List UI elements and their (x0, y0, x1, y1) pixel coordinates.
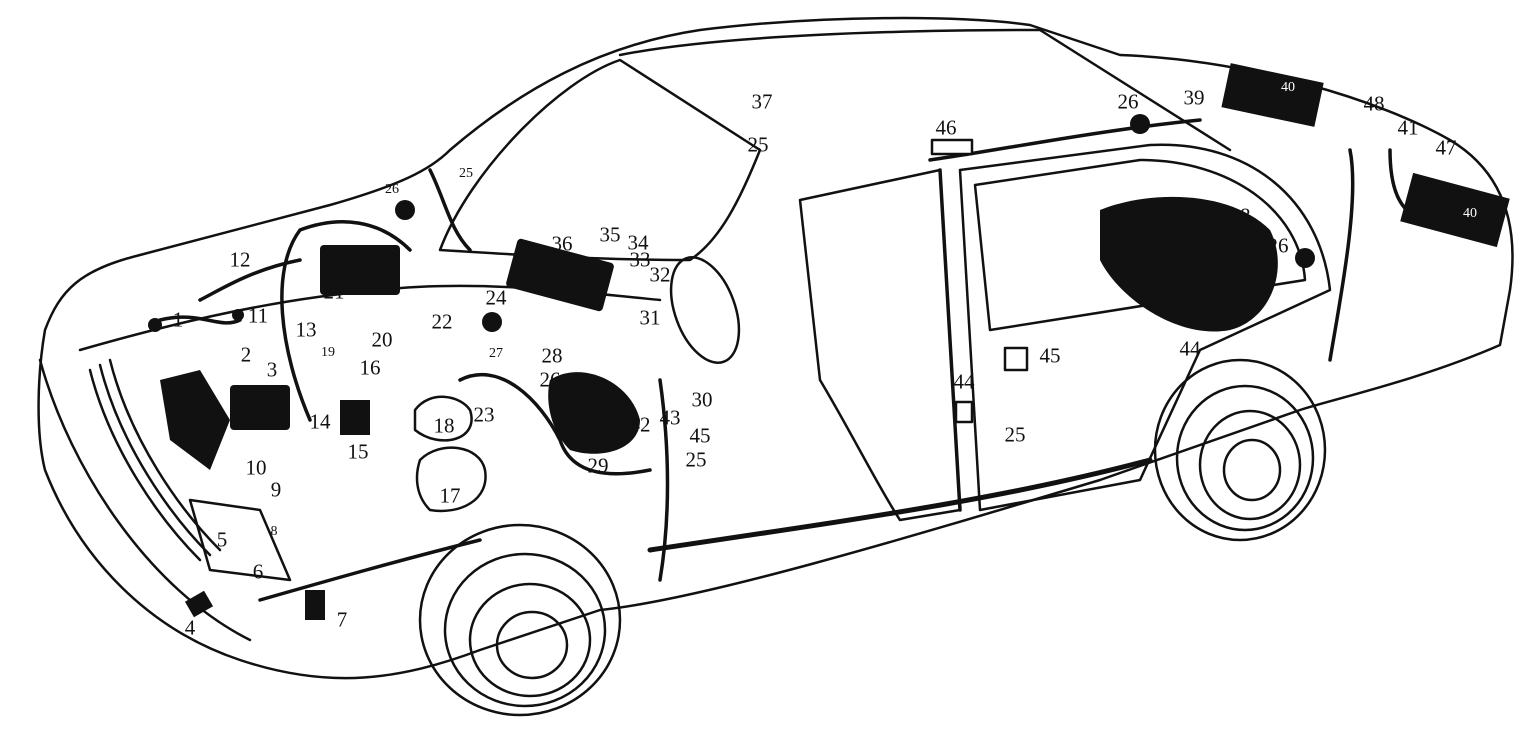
callout-label: 43 (659, 405, 681, 430)
callout-label: 3 (266, 357, 278, 382)
callout-label: 45 (1039, 343, 1061, 368)
callout-label: 25 (685, 447, 707, 472)
callout-label: 46 (935, 115, 957, 140)
callout-label: 29 (587, 453, 609, 478)
callout-label: 21 (323, 279, 345, 304)
callout-label: 2 (240, 342, 252, 367)
callout-label: 40 (1281, 80, 1295, 95)
front-wheel (418, 523, 622, 717)
rear-wheel (1153, 358, 1327, 542)
callout-label: 26 (1117, 89, 1139, 114)
callout-label: 16 (359, 355, 381, 380)
callout-label: 24 (485, 285, 507, 310)
front-door (798, 168, 962, 522)
callout-label: 25 (1004, 422, 1026, 447)
callout-label: 13 (295, 317, 317, 342)
callout-label: 31 (639, 305, 661, 330)
callout-label: 26 (385, 182, 399, 197)
callout-label: 12 (229, 247, 251, 272)
car-body-outline (37, 16, 1514, 680)
callout-label: 17 (439, 483, 461, 508)
callout-label: 10 (245, 455, 267, 480)
callout-label: 41 (1397, 115, 1419, 140)
callout-label: 27 (489, 346, 503, 361)
callout-label: 7 (336, 607, 348, 632)
callout-label: 40 (1463, 206, 1477, 221)
callout-label: 44 (1179, 336, 1201, 361)
sill (647, 457, 1153, 553)
callout-label: 14 (309, 409, 331, 434)
callout-label: 34 (627, 230, 649, 255)
callout-label: 35 (599, 222, 621, 247)
callout-label: 25 (747, 132, 769, 157)
callout-label: 9 (270, 477, 282, 502)
callout-label: 38 (1229, 203, 1251, 228)
callout-label: 32 (649, 262, 671, 287)
callout-label: 22 (431, 309, 453, 334)
grille (88, 358, 222, 562)
callout-label: 19 (321, 345, 335, 360)
callout-label: 6 (252, 559, 264, 584)
steering-wheel (669, 256, 741, 364)
callout-label: 4 (184, 615, 196, 640)
callout-label: 5 (216, 527, 228, 552)
boxes (413, 138, 1029, 513)
callout-label: 36 (551, 231, 573, 256)
callout-label: 20 (371, 327, 393, 352)
wiring-harness (158, 118, 1422, 602)
callout-label: 26 (539, 367, 561, 392)
callout-label: 18 (433, 413, 455, 438)
callout-label: 48 (1363, 91, 1385, 116)
callout-label: 37 (751, 89, 773, 114)
bumper (38, 358, 252, 642)
headlight (188, 498, 292, 582)
callout-label: 1 (172, 307, 184, 332)
callout-label: 26 (1267, 233, 1289, 258)
callout-label: 47 (1435, 135, 1457, 160)
callout-label: 23 (473, 402, 495, 427)
callout-label: 30 (691, 387, 713, 412)
components (148, 63, 1510, 620)
callout-label: 42 (629, 412, 651, 437)
callout-label: 39 (1183, 85, 1205, 110)
roof-line (618, 28, 1232, 152)
callout-label: 25 (459, 166, 473, 181)
callout-label: 11 (247, 303, 269, 328)
callout-label: 28 (541, 343, 563, 368)
callout-label: 15 (347, 439, 369, 464)
rear-door (958, 143, 1332, 512)
callout-label: 44 (953, 369, 975, 394)
callout-label: 45 (689, 423, 711, 448)
callout-label: 8 (270, 524, 278, 539)
rear-window (973, 158, 1307, 332)
callout-label: 33 (629, 247, 651, 272)
